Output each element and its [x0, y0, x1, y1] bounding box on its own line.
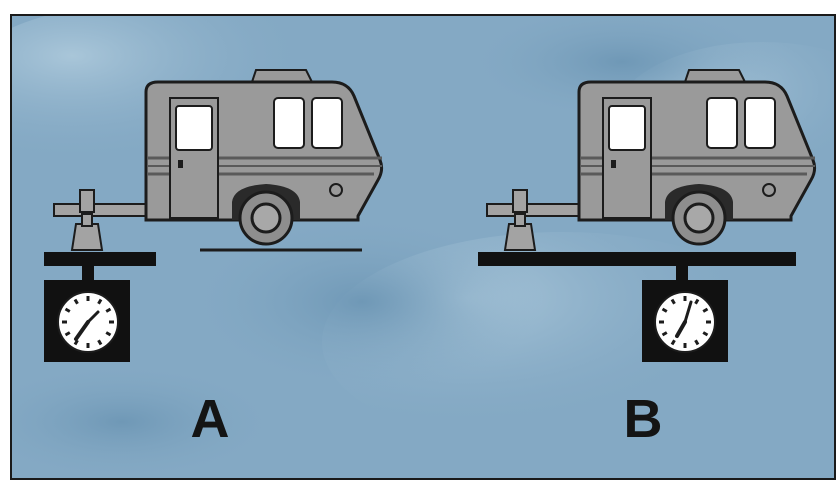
diagram-canvas	[12, 16, 834, 478]
label-a: A	[170, 392, 250, 446]
diagram-panel	[10, 14, 836, 480]
scale-platform-b	[478, 252, 796, 266]
clock-dial-a-icon	[58, 292, 118, 352]
scale-platform-a	[44, 252, 156, 266]
label-b: B	[603, 392, 683, 446]
clock-dial-b-icon	[655, 292, 715, 352]
